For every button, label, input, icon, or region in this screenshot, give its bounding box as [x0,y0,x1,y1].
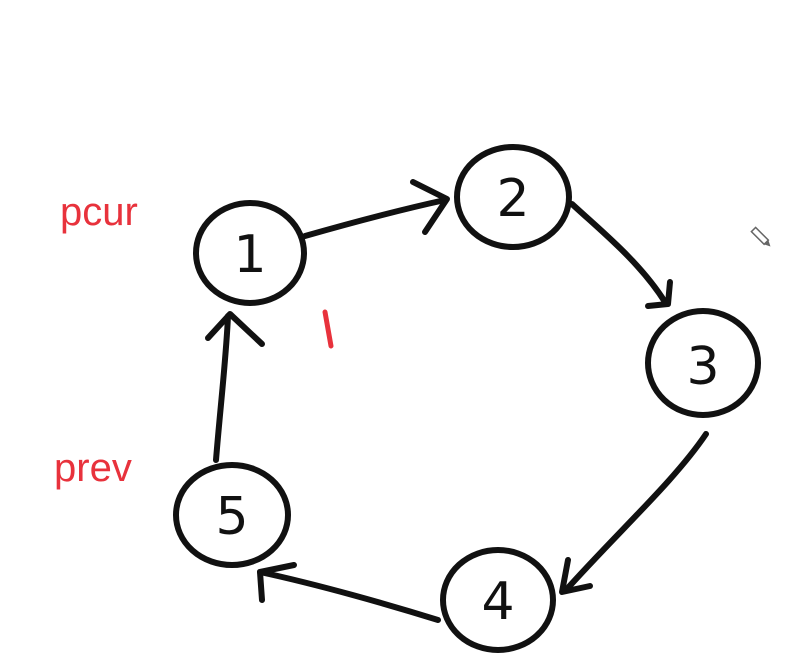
node-5-label: 5 [215,487,248,547]
node-3: 3 [645,308,761,418]
node-4-label: 4 [481,572,514,632]
node-5: 5 [173,462,291,568]
red-tick-mark [322,309,334,349]
edge-3-to-4 [559,431,709,595]
edge-5-to-1 [205,311,265,463]
prev-label: prev [54,446,132,490]
edge-1-to-2 [302,179,450,239]
node-2-label: 2 [496,169,529,229]
pcur-label: pcur [60,190,138,234]
node-4: 4 [440,547,556,653]
node-2: 2 [454,144,572,250]
edge-4-to-5 [257,562,441,623]
edge-2-to-3 [569,201,673,309]
node-1: 1 [193,200,307,306]
node-3-label: 3 [686,337,719,397]
pencil-icon [750,226,771,247]
node-1-label: 1 [233,225,266,285]
